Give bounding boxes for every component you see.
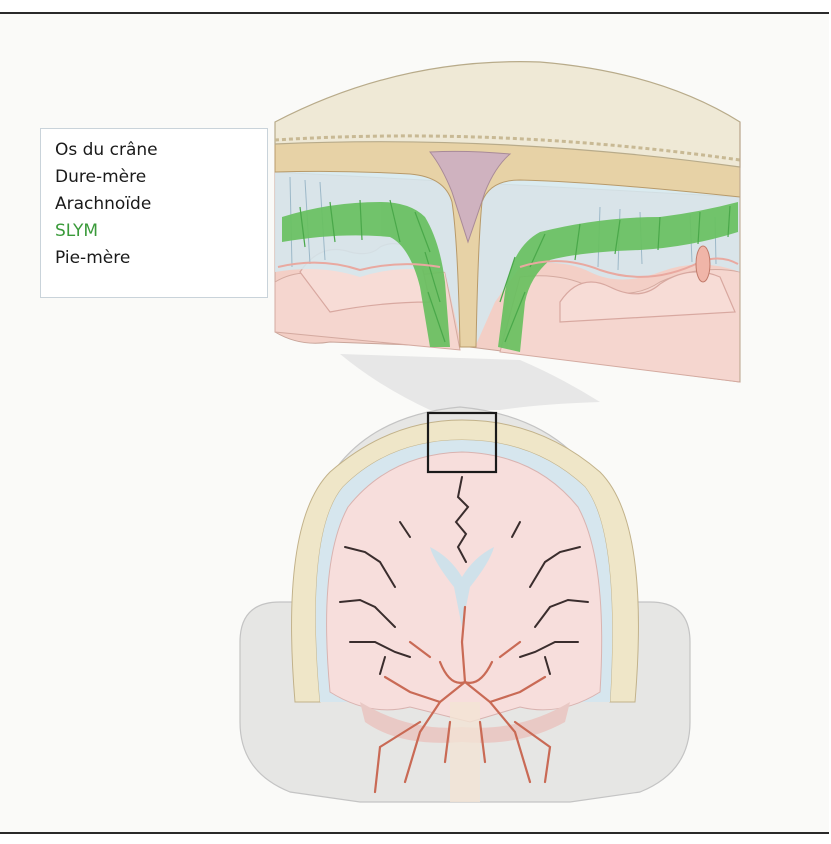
skull-bone bbox=[274, 61, 741, 168]
cerebellum-region bbox=[360, 702, 570, 743]
sulci bbox=[339, 476, 589, 675]
slym-fibers bbox=[299, 199, 731, 343]
meninges-diagram bbox=[239, 61, 741, 803]
legend-item-dura: Dure-mère bbox=[55, 167, 147, 187]
lateral-ventricles bbox=[430, 547, 494, 627]
cerebral-arteries bbox=[373, 605, 552, 794]
legend-item-pia: Pie-mère bbox=[55, 248, 131, 268]
slym-layer bbox=[282, 202, 738, 352]
meninges-cross-section bbox=[274, 61, 741, 383]
superior-sagittal-sinus bbox=[429, 150, 512, 244]
legend-item-slym: SLYM bbox=[55, 221, 99, 241]
legend-item-arachnoid: Arachnoïde bbox=[55, 194, 152, 214]
skull-bone-inner bbox=[274, 134, 741, 162]
legend: Os du crâne Dure-mère Arachnoïde SLYM Pi… bbox=[40, 128, 268, 298]
figure-panel: Os du crâne Dure-mère Arachnoïde SLYM Pi… bbox=[0, 12, 829, 834]
zoom-funnel bbox=[340, 354, 600, 410]
pia-mater-line bbox=[277, 257, 739, 278]
brainstem bbox=[450, 702, 480, 802]
cortical-vessel bbox=[695, 245, 711, 283]
legend-item-skull: Os du crâne bbox=[55, 140, 158, 160]
zoom-region-box bbox=[426, 411, 498, 474]
head-cross-section bbox=[239, 406, 691, 803]
